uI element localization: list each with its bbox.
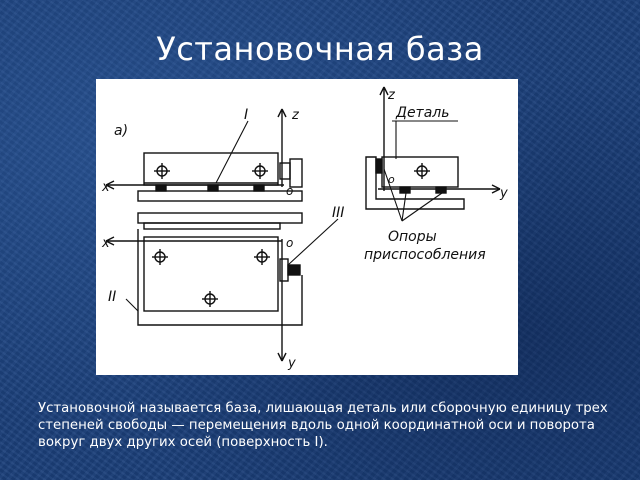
label-a: а) — [114, 123, 128, 139]
label-supports-line2: приспособления — [364, 247, 486, 263]
hole-mark — [254, 249, 270, 265]
axis-y-label: y — [287, 356, 296, 371]
part-body-plan — [143, 236, 279, 312]
hole-mark — [152, 249, 168, 265]
part-body-side — [143, 152, 279, 186]
label-surface-I: I — [244, 107, 248, 123]
axis-x-label: x — [101, 180, 110, 195]
plan-view — [105, 212, 339, 362]
label-surface-III: III — [332, 205, 344, 221]
axis-y-label-right: y — [499, 186, 508, 201]
axis-z-label-right: z — [387, 88, 396, 103]
label-supports-line1: Опоры — [388, 229, 437, 245]
side-view — [105, 108, 303, 202]
label-surface-II: II — [108, 289, 116, 305]
hole-mark — [414, 163, 430, 179]
end-view — [365, 86, 501, 222]
hole-mark — [154, 163, 170, 179]
axis-z-label: z — [291, 108, 300, 123]
fixture-diagram: а) I z x o x o III II y z Деталь o y Опо… — [96, 79, 518, 375]
label-detail: Деталь — [395, 105, 449, 121]
slide-caption: Установочной называется база, лишающая д… — [38, 401, 608, 450]
origin-label-2: o — [286, 236, 293, 250]
origin-label: o — [286, 184, 293, 198]
hole-mark — [202, 291, 218, 307]
fixture-base-side — [137, 190, 303, 202]
axis-x-label-2: x — [101, 236, 110, 251]
origin-label-right: o — [388, 173, 395, 186]
slide-title: Установочная база — [156, 30, 484, 68]
hole-mark — [252, 163, 268, 179]
